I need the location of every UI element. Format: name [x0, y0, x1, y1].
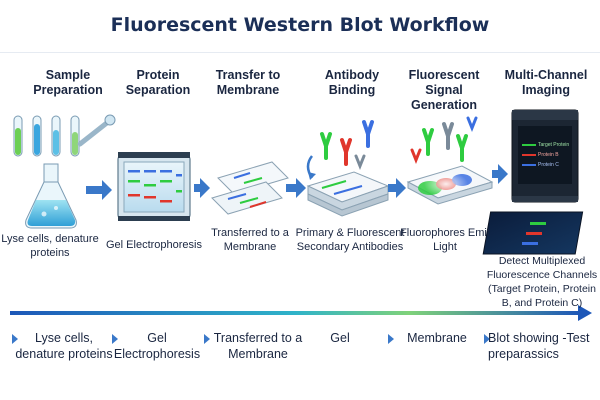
- title-divider: [0, 52, 600, 53]
- flow-arrow-5: [492, 164, 508, 184]
- flow-arrow-1: [86, 180, 112, 200]
- stage-caption-imaging: Detect Multiplexed Fluorescence Channels…: [486, 255, 598, 309]
- timeline-arrowhead: [578, 305, 592, 321]
- stage-caption-antibody: Primary & Fluorescent Secondary Antibodi…: [295, 227, 405, 253]
- bottom-chevron-5: [484, 334, 490, 344]
- electrophoresis-icon: [117, 152, 191, 221]
- screen-label-protein-b: Protein B: [538, 152, 559, 158]
- tablet-icon: [482, 211, 584, 255]
- membrane-icon: [211, 161, 289, 215]
- bottom-chevron-2: [112, 334, 118, 344]
- screen-label-target: Target Protein: [538, 142, 570, 148]
- stage-title-imaging: Multi-Channel Imaging: [504, 68, 588, 97]
- bottom-label-4: Gel: [330, 331, 350, 345]
- bottom-chevron-4: [388, 334, 394, 344]
- flask-icon: [25, 163, 77, 229]
- stage-caption-transfer: Transferred to a Membrane: [211, 227, 289, 253]
- bottom-label-5: Membrane: [407, 331, 467, 345]
- stage-title-transfer: Transfer to Membrane: [215, 68, 281, 97]
- timeline-bar: [10, 311, 580, 315]
- stage-caption-sample: Lyse cells, denature proteins: [1, 233, 99, 259]
- fluorescence-icon: [406, 116, 494, 205]
- stage-title-fluorescent-signal: Fluorescent Signal Generation: [408, 68, 480, 112]
- stage-caption-separation: Gel Electrophoresis: [106, 239, 202, 251]
- stage-title-antibody-binding: Antibody Binding: [324, 68, 380, 97]
- page-title: Fluorescent Western Blot Workflow: [110, 14, 490, 36]
- bottom-label-6: Blot showing -Test preparassics: [488, 331, 590, 361]
- bottom-label-1: Lyse cells, denature proteins: [15, 331, 113, 361]
- stage-title-protein-separation: Protein Separation: [125, 68, 191, 97]
- flow-arrow-4: [388, 178, 406, 198]
- stage-title-sample-preparation: Sample Preparation: [33, 68, 103, 97]
- test-tubes-icon: [13, 114, 116, 157]
- flow-arrow-3: [286, 178, 306, 198]
- bottom-label-2: Gel Electrophoresis: [113, 331, 201, 361]
- antibody-binding-icon: [306, 120, 390, 217]
- screen-label-protein-c: Protein C: [538, 162, 559, 168]
- bottom-label-3: Transferred to a Membrane: [213, 331, 303, 361]
- bottom-chevron-3: [204, 334, 210, 344]
- bottom-chevron-1: [12, 334, 18, 344]
- imager-icon: [511, 109, 579, 203]
- flow-arrow-2: [194, 178, 210, 198]
- stage-caption-fluorescence: Fluorophores Emit Light: [400, 227, 490, 253]
